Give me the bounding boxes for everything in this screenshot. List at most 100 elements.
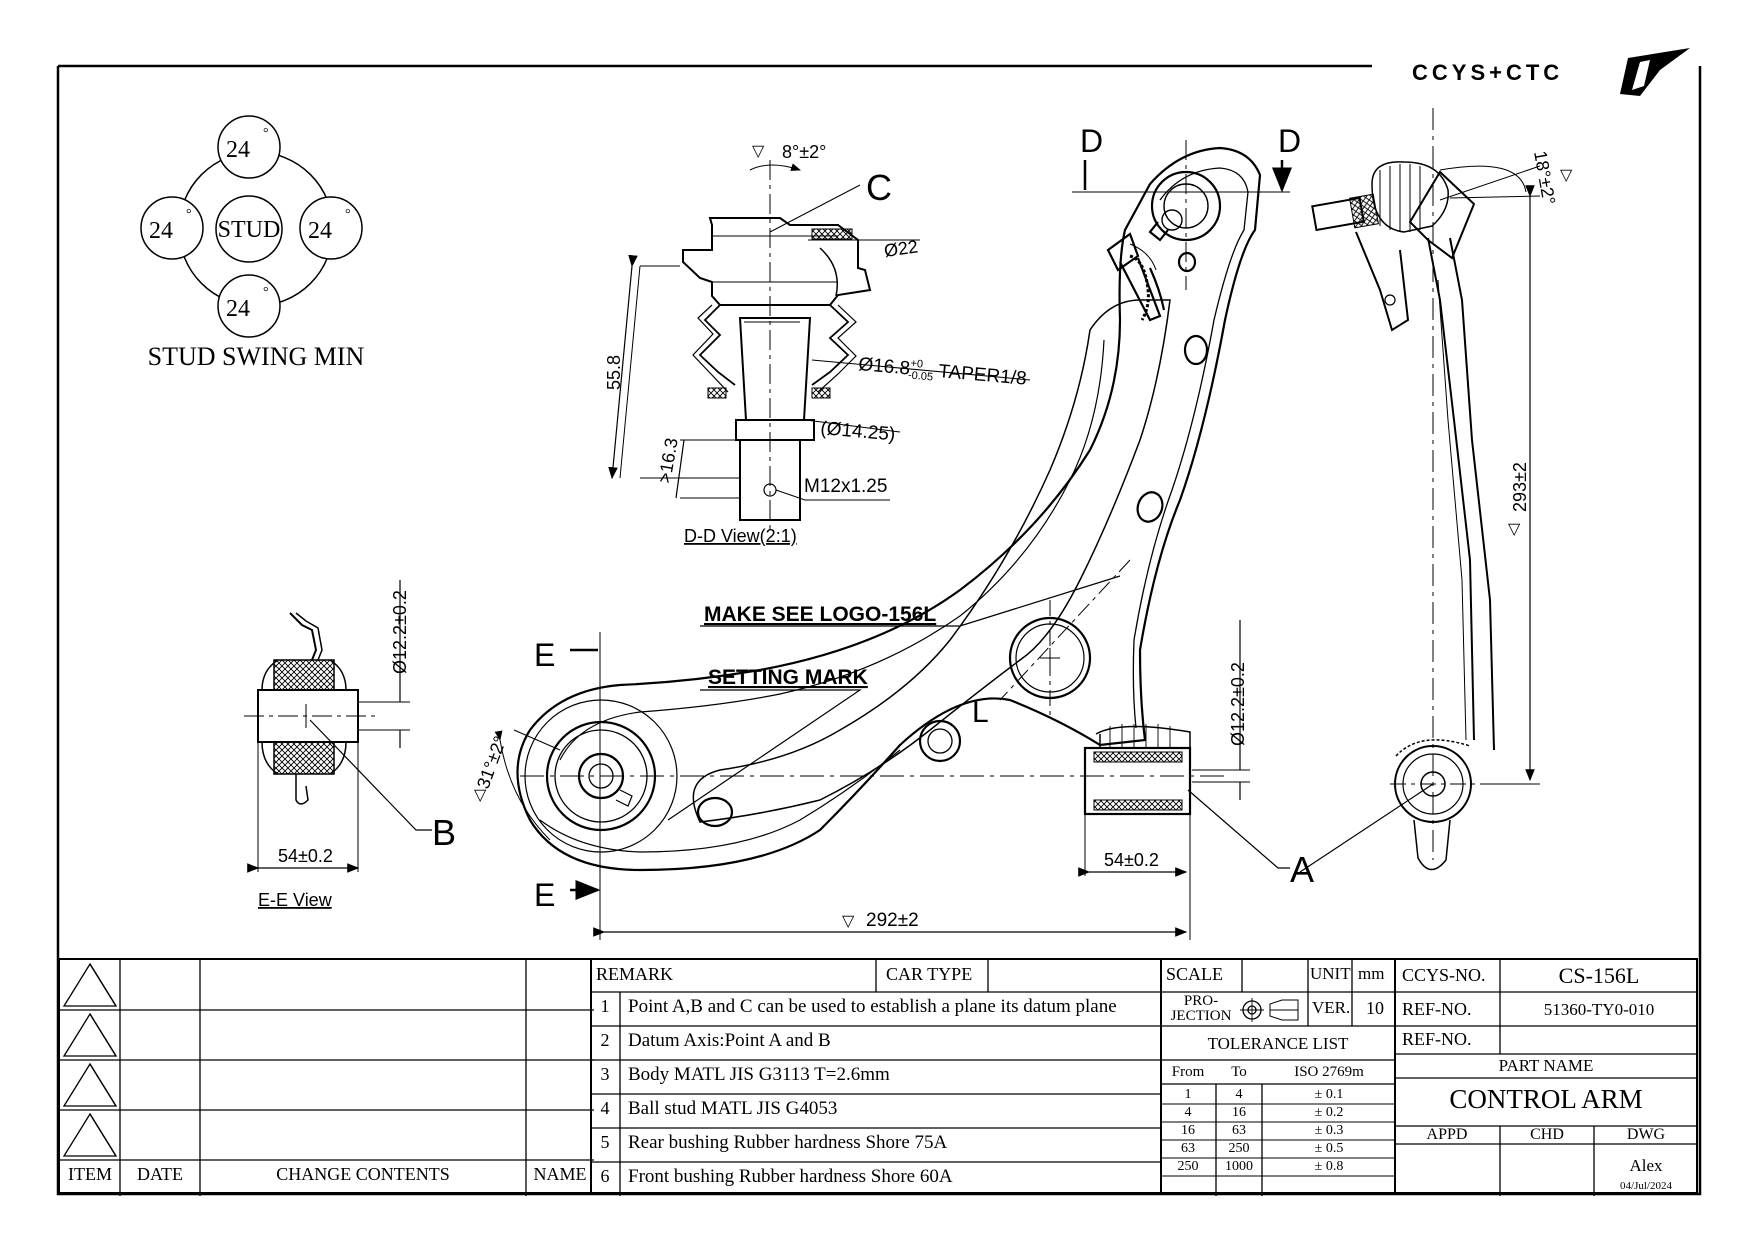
appd-label: APPD bbox=[1426, 1126, 1468, 1143]
ee-view bbox=[244, 580, 432, 873]
tol-cell: 16 bbox=[1181, 1123, 1195, 1138]
label-e-bottom: E bbox=[534, 877, 555, 913]
swing-bottom: 24 bbox=[226, 296, 250, 322]
remark-no: 1 bbox=[600, 996, 610, 1016]
ref-no-label: REF-NO. bbox=[1402, 999, 1472, 1019]
side-view-labels: 18°±2° ▽ 293±2 ▽ bbox=[1508, 149, 1573, 538]
tol-cell: 63 bbox=[1181, 1141, 1195, 1156]
col-date: DATE bbox=[137, 1164, 183, 1184]
tol-cell: 16 bbox=[1232, 1105, 1246, 1120]
side-height: 293±2 bbox=[1510, 462, 1530, 512]
tol-cell: ± 0.8 bbox=[1314, 1159, 1344, 1174]
ref-no2-label: REF-NO. bbox=[1402, 1029, 1472, 1049]
label-c: C bbox=[866, 167, 892, 208]
dd-dia1425: (Ø14.25) bbox=[820, 418, 897, 445]
car-type-label: CAR TYPE bbox=[886, 964, 973, 984]
ref-no: 51360-TY0-010 bbox=[1543, 1000, 1655, 1019]
dd-dia22: Ø22 bbox=[883, 236, 919, 261]
drawing-date: 04/Jul/2024 bbox=[1620, 1180, 1672, 1192]
remark-no: 5 bbox=[600, 1132, 610, 1152]
svg-text:▽: ▽ bbox=[842, 913, 855, 930]
tol-cell: ± 0.5 bbox=[1314, 1141, 1344, 1156]
ee-view-title: E-E View bbox=[258, 890, 333, 910]
swing-left: 24 bbox=[149, 218, 173, 244]
ver-value: 10 bbox=[1366, 998, 1384, 1018]
label-l: L bbox=[972, 696, 989, 729]
tol-col-from: From bbox=[1171, 1064, 1205, 1080]
col-name: NAME bbox=[533, 1164, 587, 1184]
tol-cell: 1 bbox=[1184, 1087, 1192, 1102]
col-change-contents: CHANGE CONTENTS bbox=[276, 1164, 450, 1184]
tol-cell: ± 0.3 bbox=[1314, 1123, 1344, 1138]
tol-col-iso: ISO 2769m bbox=[1294, 1064, 1364, 1080]
setting-mark-note: SETTING MARK bbox=[708, 666, 868, 689]
ver-label: VER. bbox=[1312, 998, 1351, 1017]
stud-swing-title: STUD SWING MIN bbox=[148, 342, 365, 371]
svg-text:°: ° bbox=[345, 207, 351, 222]
ccys-no-label: CCYS-NO. bbox=[1402, 965, 1486, 985]
rear-bush-dia: Ø12.2±0.2 bbox=[1228, 662, 1248, 746]
projection-label: PRO- JECTION bbox=[1170, 993, 1232, 1024]
unit-label: UNIT bbox=[1310, 964, 1351, 983]
part-name: CONTROL ARM bbox=[1449, 1084, 1643, 1114]
remark-text: Ball stud MATL JIS G4053 bbox=[628, 1098, 838, 1119]
remark-text: Datum Axis:Point A and B bbox=[628, 1030, 831, 1051]
side-angle: 18°±2° bbox=[1530, 149, 1559, 206]
swing-top: 24 bbox=[226, 137, 250, 163]
main-view-arm bbox=[494, 140, 1290, 940]
tol-cell: ± 0.1 bbox=[1314, 1087, 1344, 1102]
chd-label: CHD bbox=[1530, 1126, 1564, 1143]
dd-taper: Ø16.8+0-0.05 TAPER1/8 bbox=[857, 353, 1027, 392]
unit-value: mm bbox=[1358, 964, 1385, 983]
sheet-border bbox=[56, 64, 1702, 1196]
dd-view-labels: 8°±2° ▽ C Ø22 55.8 Ø16.8+0-0.05 TAPER1/8… bbox=[604, 142, 1027, 546]
side-view bbox=[1299, 108, 1541, 873]
ee-dia: Ø12.2±0.2 bbox=[390, 590, 410, 674]
tol-cell: 63 bbox=[1232, 1123, 1246, 1138]
main-view-labels: D D E E MAKE SEE LOGO-156L SETTING MARK … bbox=[473, 123, 1314, 931]
dd-thread: M12x1.25 bbox=[804, 476, 887, 497]
tol-col-to: To bbox=[1231, 1064, 1247, 1080]
remark-no: 3 bbox=[600, 1064, 610, 1084]
swing-right: 24 bbox=[308, 218, 332, 244]
tol-cell: 250 bbox=[1177, 1159, 1199, 1174]
tolerance-block: SCALE UNIT mm PRO- JECTION VER. 10 TOLER… bbox=[1160, 958, 1396, 1196]
remark-header: REMARK bbox=[596, 964, 674, 984]
remark-no: 2 bbox=[600, 1030, 610, 1050]
remark-text: Body MATL JIS G3113 T=2.6mm bbox=[628, 1064, 890, 1085]
logo-note: MAKE SEE LOGO-156L bbox=[704, 603, 936, 626]
tol-cell: 4 bbox=[1184, 1105, 1192, 1120]
svg-text:CCYS+CTC: CCYS+CTC bbox=[1412, 60, 1563, 85]
svg-text:°: ° bbox=[186, 207, 192, 222]
overall-length: 292±2 bbox=[866, 910, 919, 931]
dd-view bbox=[608, 160, 1031, 530]
tol-cell: 250 bbox=[1228, 1141, 1250, 1156]
ee-width: 54±0.2 bbox=[278, 846, 333, 866]
label-d-right: D bbox=[1278, 123, 1301, 159]
svg-text:▽: ▽ bbox=[1560, 167, 1573, 184]
stud-label: STUD bbox=[218, 217, 281, 243]
svg-text:▽: ▽ bbox=[1508, 521, 1521, 538]
scale-label: SCALE bbox=[1166, 964, 1224, 984]
company-logo: CCYS+CTC bbox=[1412, 48, 1690, 96]
svg-text:▽: ▽ bbox=[474, 787, 487, 804]
drawn-by: Alex bbox=[1629, 1156, 1663, 1175]
change-table: ITEM DATE CHANGE CONTENTS NAME bbox=[58, 958, 594, 1196]
tolerance-list-title: TOLERANCE LIST bbox=[1207, 1034, 1349, 1053]
remarks-table: REMARK CAR TYPE 1 Point A,B and C can be… bbox=[590, 958, 1162, 1196]
svg-text:▽: ▽ bbox=[752, 143, 765, 160]
tol-cell: 1000 bbox=[1225, 1159, 1253, 1174]
ccys-no: CS-156L bbox=[1558, 963, 1640, 988]
tol-cell: ± 0.2 bbox=[1314, 1105, 1344, 1120]
dd-view-title: D-D View(2:1) bbox=[684, 526, 797, 546]
label-d-left: D bbox=[1080, 123, 1103, 159]
dwg-label: DWG bbox=[1626, 1126, 1666, 1143]
label-a: A bbox=[1290, 849, 1314, 890]
remark-text: Point A,B and C can be used to establish… bbox=[628, 996, 1117, 1017]
part-name-label: PART NAME bbox=[1498, 1056, 1594, 1075]
stud-swing-diagram: STUD 24 ° 24 ° 24 ° 24 ° STUD SWING MIN bbox=[140, 115, 365, 371]
label-b: B bbox=[432, 812, 456, 853]
dd-dim-558: 55.8 bbox=[604, 355, 624, 390]
